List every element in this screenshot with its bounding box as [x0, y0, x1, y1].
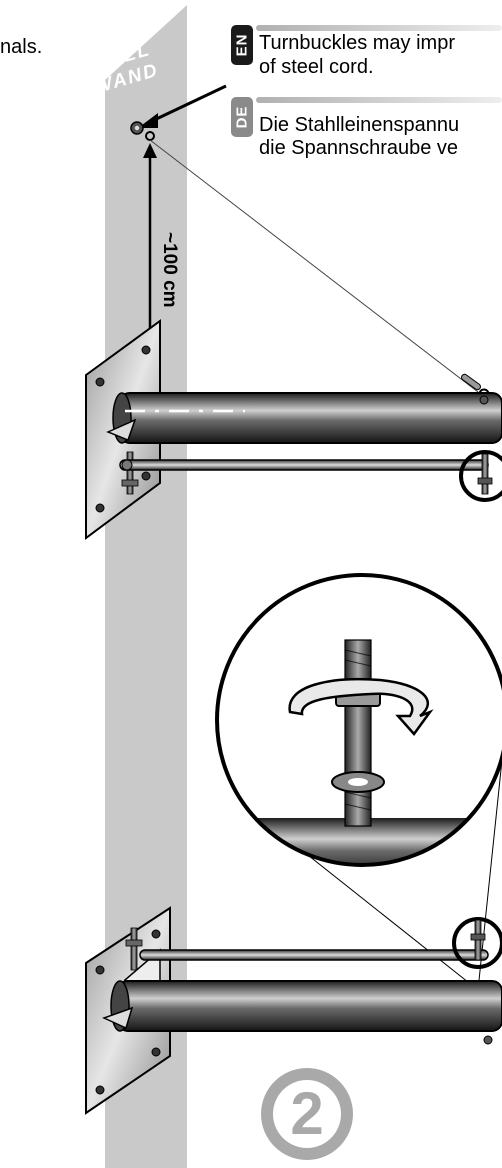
arm-tube-lower	[117, 980, 502, 1032]
pointer-arrowhead	[138, 113, 158, 128]
de-language-badge: DE	[231, 97, 253, 137]
en-note-header-bar	[256, 25, 502, 31]
magnified-turnbuckle-detail	[215, 573, 502, 867]
arm-tube-upper	[119, 392, 502, 444]
support-rod-upper	[119, 459, 489, 471]
bolt-highlight-lower	[452, 917, 502, 969]
fragment-text: nals.	[0, 36, 43, 58]
en-note-line-1: Turnbuckles may impr	[259, 32, 455, 54]
pointer-line	[149, 84, 227, 124]
de-note-header-bar	[256, 97, 502, 103]
de-note-line-1: Die Stahlleinenspannu	[259, 114, 460, 136]
wall	[105, 5, 187, 1168]
step-number: 2	[290, 1080, 324, 1147]
en-language-badge: EN	[231, 25, 253, 65]
measurement-arrow-top	[143, 143, 157, 158]
bolt-highlight-upper	[459, 450, 502, 502]
wall-anchor-icon	[130, 121, 155, 141]
measurement-label: ~100 cm	[159, 232, 180, 308]
de-note-line-2: die Spannschraube ve	[259, 137, 459, 159]
support-rod-lower	[139, 949, 489, 961]
en-note-line-2: of steel cord.	[259, 56, 374, 78]
step-number-icon	[261, 1068, 353, 1160]
steel-cord-upper	[149, 139, 479, 393]
